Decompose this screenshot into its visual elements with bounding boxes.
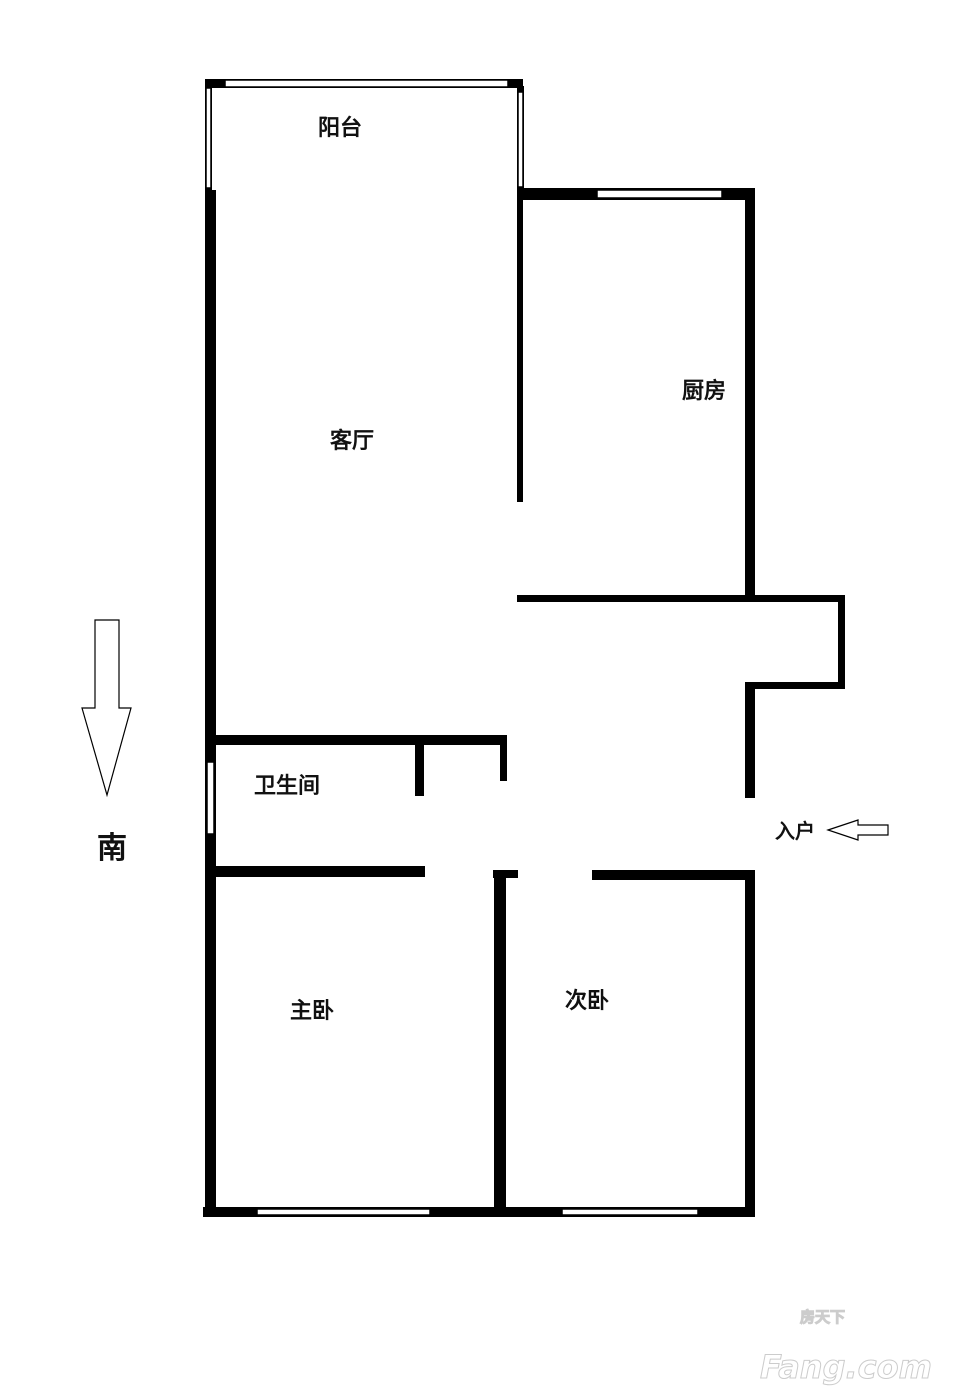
arrow-down-icon: [81, 619, 132, 798]
balcony-window-right: [517, 91, 524, 188]
bathroom-door-jamb: [415, 738, 424, 796]
room-label-living-room: 客厅: [330, 428, 374, 454]
west-wall: [205, 190, 216, 1217]
entry-bump-bottom: [745, 682, 845, 689]
compass-label: 南: [97, 831, 127, 866]
watermark-cn: 房天下: [800, 1308, 845, 1326]
entry-wall: [745, 682, 755, 798]
balcony-window-top: [224, 79, 509, 88]
watermark-logo: 房天下 Fang.com: [760, 1308, 933, 1387]
room-label-bathroom: 卫生间: [254, 774, 320, 799]
bathroom-top-wall: [205, 735, 507, 745]
kitchen-right-wall: [745, 188, 755, 602]
bedroom-partition: [494, 870, 506, 1215]
bathroom-bottom-wall: [205, 866, 425, 877]
watermark-en: Fang.com: [760, 1348, 932, 1386]
second-bedroom-top-wall: [592, 870, 755, 880]
room-label-master-bedroom: 主卧: [290, 999, 334, 1024]
balcony-window-left: [205, 87, 212, 189]
master-bedroom-window: [256, 1208, 431, 1216]
room-label-kitchen: 厨房: [682, 378, 726, 404]
kitchen-window: [596, 189, 723, 199]
windows: [205, 79, 723, 1216]
entrance-label: 入户: [775, 819, 815, 843]
bathroom-window: [206, 761, 215, 835]
kitchen-bottom-wall: [517, 595, 845, 602]
room-label-second-bedroom: 次卧: [565, 988, 609, 1014]
living-kitchen-wall: [517, 190, 523, 502]
arrow-left-icon: [826, 819, 889, 841]
hall-stub-wall: [500, 738, 507, 781]
walls: [203, 79, 845, 1217]
east-wall: [745, 870, 755, 1217]
room-label-balcony: 阳台: [318, 115, 362, 141]
second-bedroom-window: [561, 1208, 699, 1216]
entry-bump-wall: [838, 595, 845, 688]
south-wall: [203, 1207, 755, 1217]
